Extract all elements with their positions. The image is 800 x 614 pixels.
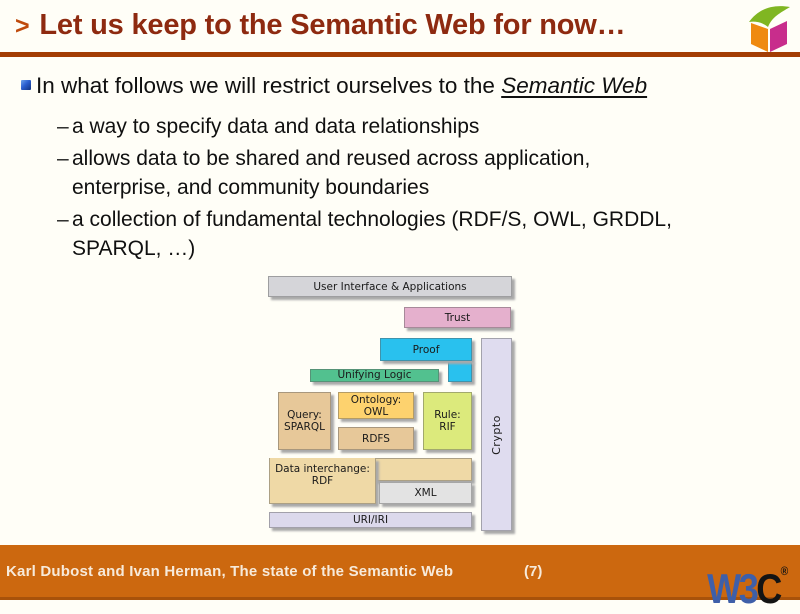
layer-rule-rif: Rule: RIF <box>423 392 472 450</box>
layer-rdfs: RDFS <box>338 427 414 450</box>
main-bullet-emphasis: Semantic Web <box>501 73 648 98</box>
sub-bullet-list: –a way to specify data and data relation… <box>57 112 767 266</box>
dash-bullet-icon: – <box>57 207 69 231</box>
registered-mark: ® <box>780 564 788 578</box>
sub-bullet-text: allows data to be shared and reused acro… <box>72 146 591 200</box>
layer-xml: XML <box>379 482 472 504</box>
layer-uri-iri: URI/IRI <box>269 512 472 528</box>
layer-crypto: Crypto <box>481 338 512 531</box>
main-bullet-text: In what follows we will restrict ourselv… <box>36 73 502 98</box>
layer-user-interface: User Interface & Applications <box>268 276 512 297</box>
list-item: –a collection of fundamental technologie… <box>57 205 767 264</box>
title-chevron: > <box>15 12 30 40</box>
bullet-square-icon <box>21 80 31 90</box>
slide-title-text: Let us keep to the Semantic Web for now… <box>39 9 626 41</box>
layer-unifying-logic: Unifying Logic <box>310 369 439 382</box>
sub-bullet-text: a way to specify data and data relations… <box>72 115 480 138</box>
w3c-logo-w3: W3 <box>706 565 759 612</box>
footer-credit-text: Karl Dubost and Ivan Herman, The state o… <box>6 563 454 580</box>
main-bullet: In what follows we will restrict ourselv… <box>21 72 776 100</box>
layer-query-sparql: Query: SPARQL <box>278 392 331 450</box>
layer-ontology-owl: Ontology: OWL <box>338 392 414 419</box>
list-item: –a way to specify data and data relation… <box>57 112 767 142</box>
sub-bullet-text: a collection of fundamental technologies… <box>72 207 672 261</box>
semantic-web-stack-diagram: User Interface & Applications Trust Proo… <box>267 273 519 537</box>
footer-bar: Karl Dubost and Ivan Herman, The state o… <box>0 545 800 612</box>
layer-proof-extension <box>448 360 472 382</box>
layer-proof: Proof <box>380 338 472 361</box>
slide-title: > Let us keep to the Semantic Web for now… <box>15 9 626 42</box>
layer-trust: Trust <box>404 307 511 328</box>
dash-bullet-icon: – <box>57 146 69 170</box>
w3c-cube-icon <box>749 6 790 52</box>
title-underline-rule <box>0 52 800 57</box>
dash-bullet-icon: – <box>57 115 69 138</box>
layer-data-interchange-rdf: Data interchange: RDF <box>269 458 376 504</box>
list-item: –allows data to be shared and reused acr… <box>57 144 767 203</box>
w3c-logo-c: C <box>756 565 782 612</box>
w3c-logo[interactable]: W3C® <box>707 546 788 614</box>
crypto-label: Crypto <box>489 414 503 455</box>
page-number[interactable]: (7) <box>524 563 543 580</box>
